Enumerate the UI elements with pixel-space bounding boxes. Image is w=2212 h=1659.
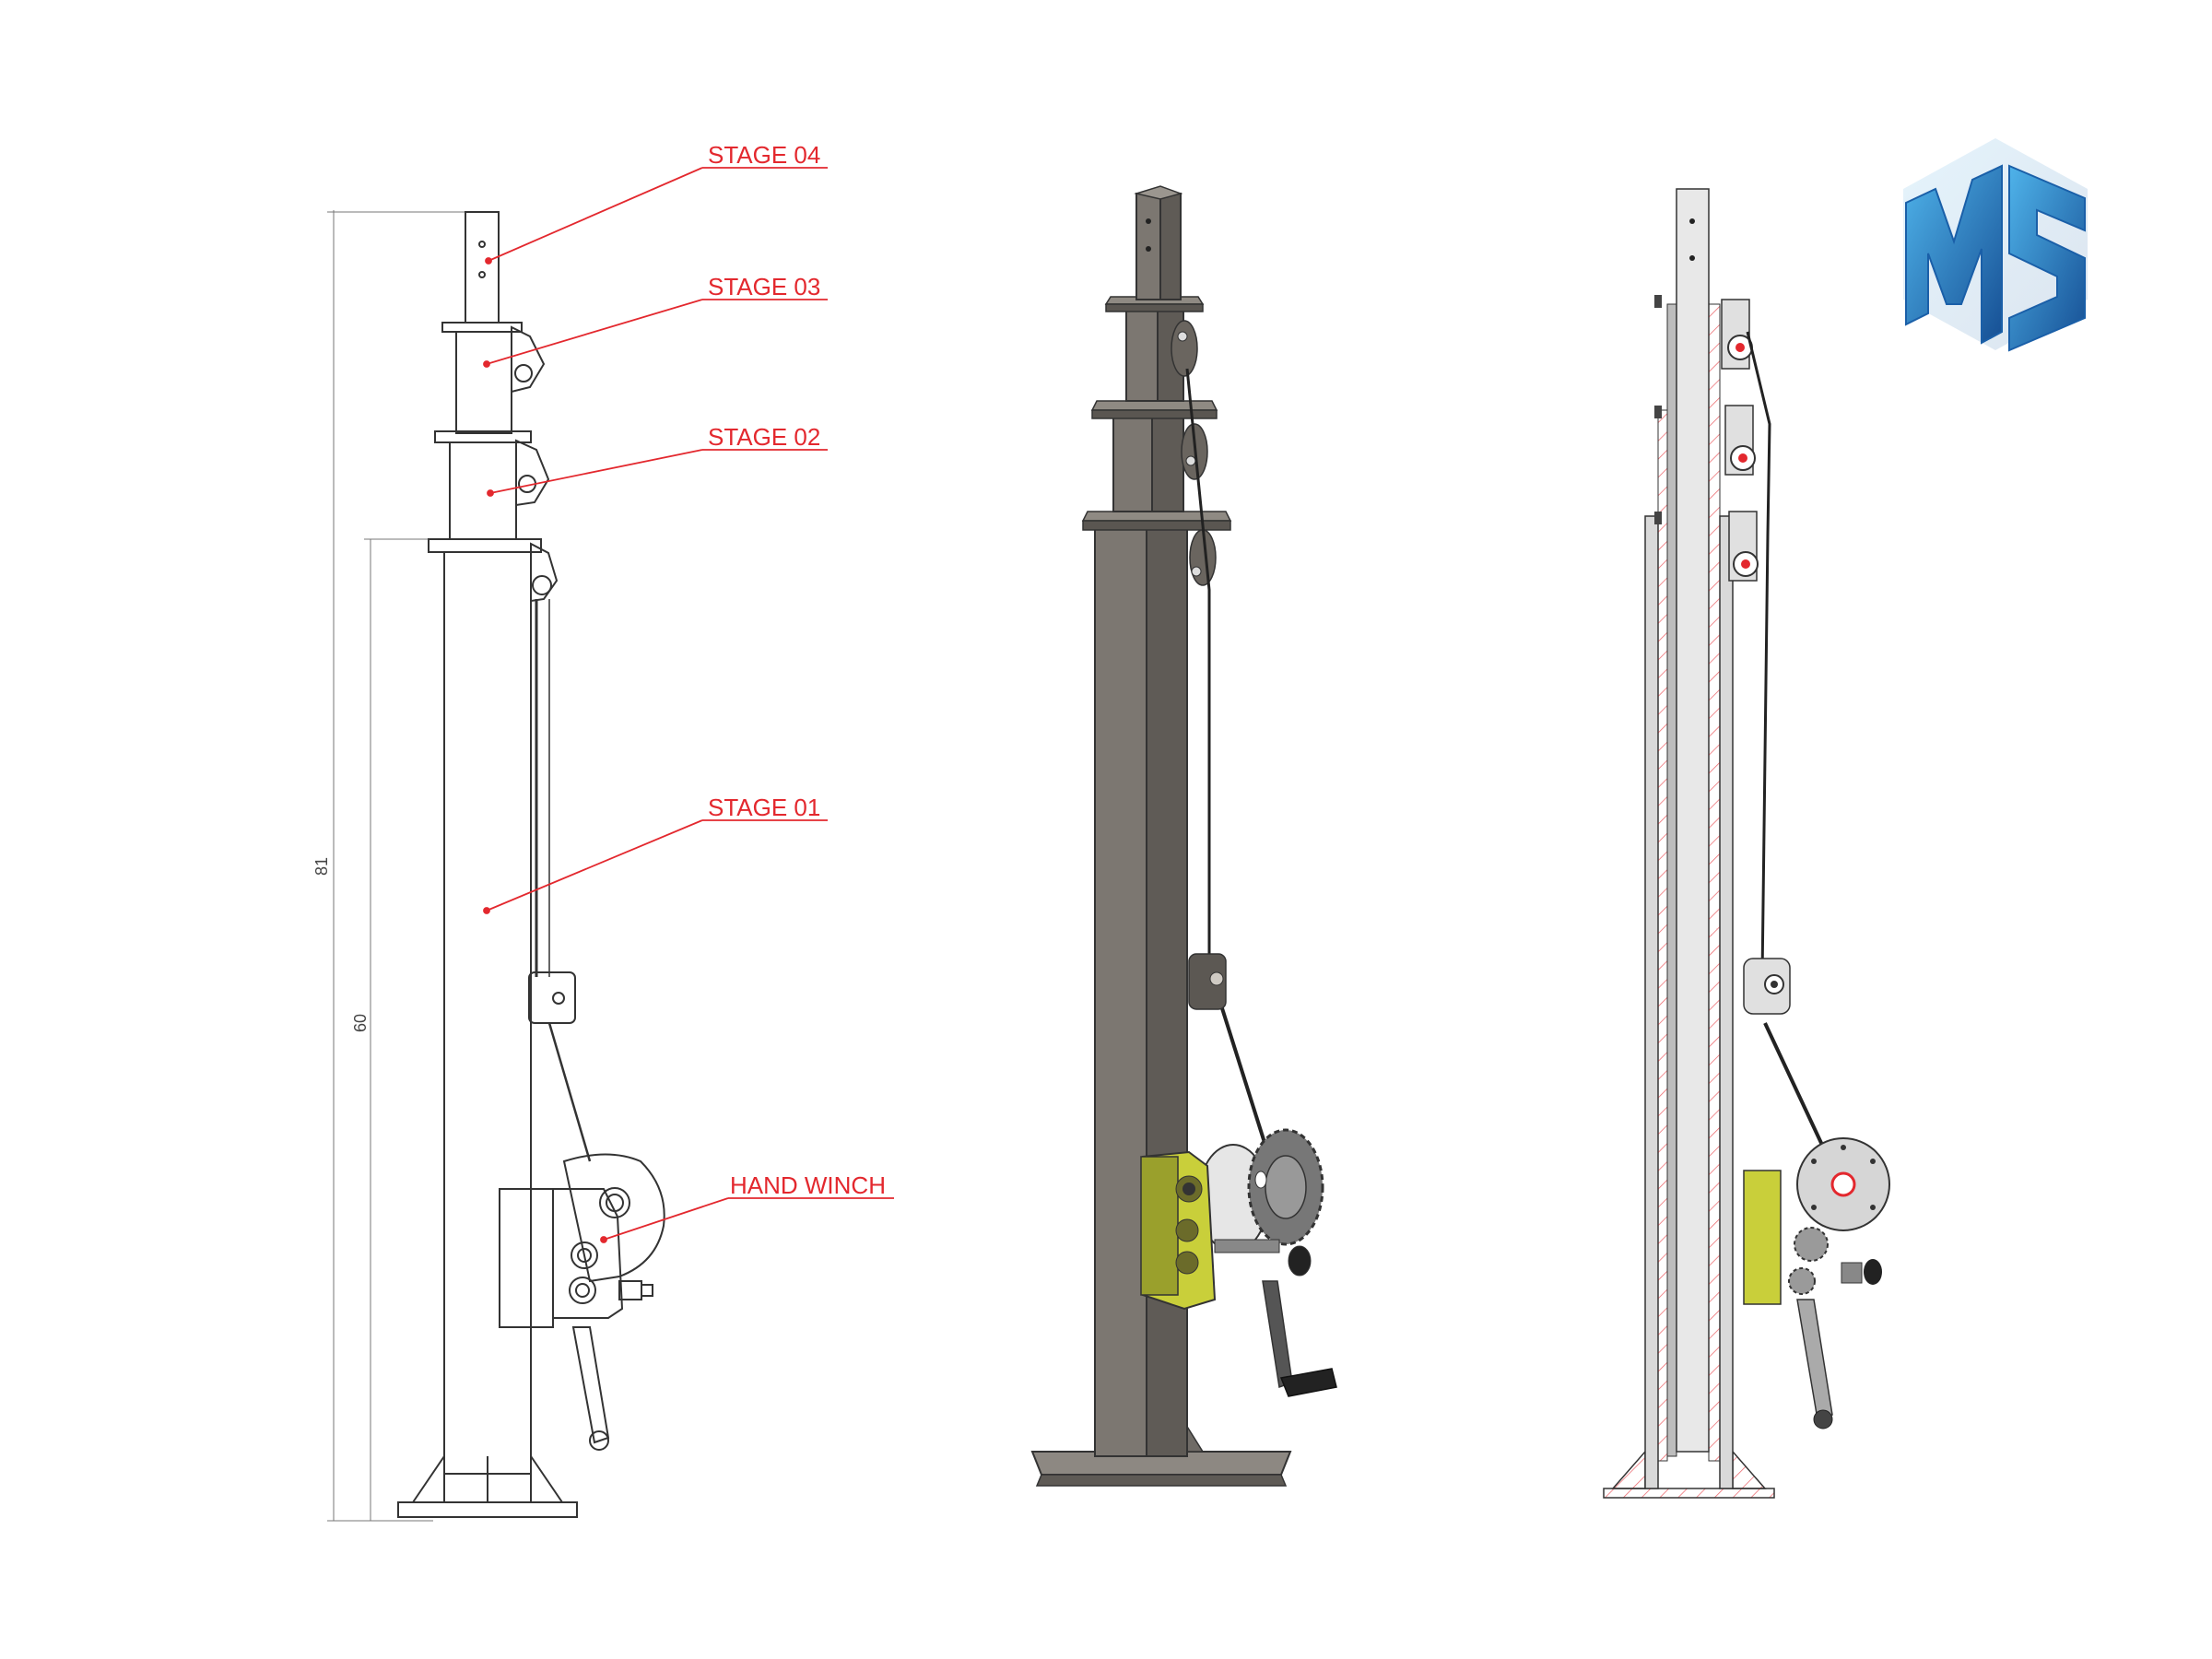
- callout-hand-winch: HAND WINCH: [730, 1171, 886, 1199]
- stage-03-flange: [441, 322, 523, 333]
- dimension-lower-label: 60: [351, 1014, 370, 1032]
- dimension-overall: [327, 210, 465, 1522]
- stage-01-flange: [428, 538, 542, 553]
- dimension-lower: [364, 538, 433, 1521]
- base-line: [397, 1453, 578, 1518]
- stage-04-tube: [465, 211, 500, 324]
- shaded-3d-view: [1030, 185, 1337, 1487]
- ms-logo: [1903, 138, 2088, 352]
- stage-01-tube: [443, 551, 532, 1475]
- middle-pulley-bracket: [528, 971, 576, 1024]
- callout-leaders: [483, 167, 894, 1243]
- winch-line: [499, 1153, 665, 1451]
- line-drawing-view: [327, 210, 665, 1522]
- stage-03-tube: [455, 331, 512, 434]
- callout-stage-01: STAGE 01: [708, 794, 820, 821]
- winch-3d: [1140, 1128, 1337, 1397]
- section-view: [1603, 188, 1890, 1499]
- dimension-overall-label: 81: [312, 857, 331, 876]
- winch-section: [1743, 1137, 1890, 1430]
- callout-stage-02: STAGE 02: [708, 423, 820, 451]
- callout-stage-04: STAGE 04: [708, 141, 820, 169]
- stage-02-tube: [449, 441, 517, 540]
- callout-stage-03: STAGE 03: [708, 273, 820, 300]
